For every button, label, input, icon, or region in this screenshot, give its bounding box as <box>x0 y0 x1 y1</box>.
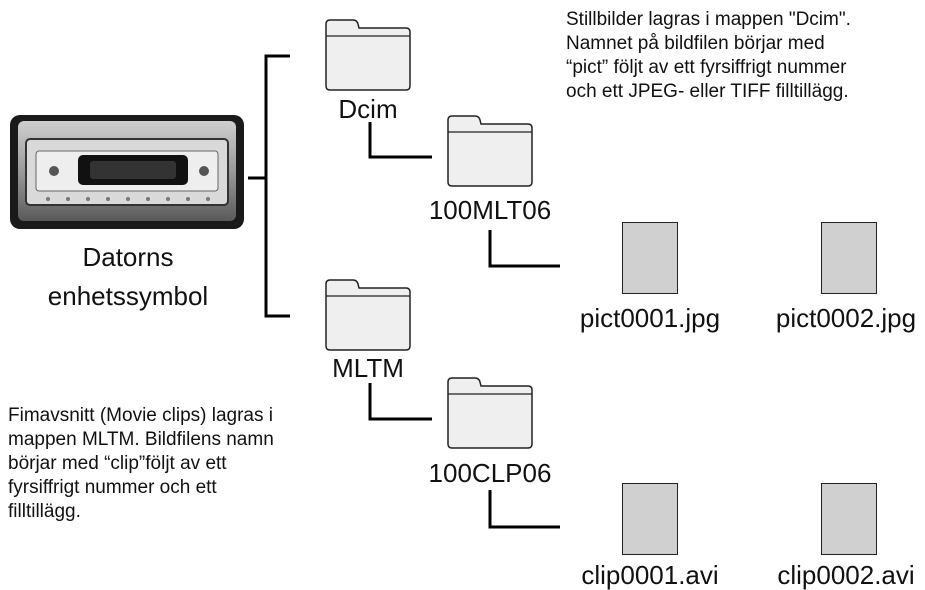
movies-note-line: Fimavsnitt (Movie clips) lagras i <box>8 405 273 426</box>
folder-100clp06-icon <box>445 372 535 450</box>
file-clip0002-icon <box>821 483 877 555</box>
stills-note-line: Stillbilder lagras i mappen "Dcim". <box>566 9 851 30</box>
device-label-line2: enhetssymbol <box>47 281 209 311</box>
folder-mltm-label: MLTM <box>332 353 404 383</box>
movies-note: Fimavsnitt (Movie clips) lagras i mappen… <box>8 404 348 524</box>
file-pict0002-icon <box>821 222 877 294</box>
folder-dcim-icon <box>323 14 413 92</box>
movies-note-line: fyrsiffrigt nummer och ett <box>8 477 217 498</box>
file-clip0001-icon <box>622 483 678 555</box>
folder-100clp06-label: 100CLP06 <box>428 458 552 488</box>
stills-note-line: och ett JPEG- eller TIFF filltillägg. <box>566 81 849 102</box>
drive-icon <box>8 111 248 233</box>
folder-100mlt06-icon <box>445 110 535 188</box>
folder-dcim-label: Dcim <box>338 94 398 124</box>
stills-note-line: “pict” följt av ett fyrsiffrigt nummer <box>566 57 847 78</box>
stills-note-line: Namnet på bildfilen börjar med <box>566 33 825 54</box>
file-pict0002-label: pict0002.jpg <box>775 303 917 333</box>
file-pict0001-icon <box>622 222 678 294</box>
folder-mltm-icon <box>323 274 413 352</box>
stills-note: Stillbilder lagras i mappen "Dcim". Namn… <box>566 8 921 104</box>
device-label-line1: Datorns <box>82 242 174 272</box>
movies-note-line: filltillägg. <box>8 501 81 522</box>
file-pict0001-label: pict0001.jpg <box>579 303 721 333</box>
folder-100mlt06-label: 100MLT06 <box>428 195 552 225</box>
movies-note-line: mappen MLTM. Bildfilens namn <box>8 429 274 450</box>
file-clip0001-label: clip0001.avi <box>581 560 719 590</box>
file-clip0002-label: clip0002.avi <box>777 560 915 590</box>
movies-note-line: börjar med “clip”följt av ett <box>8 453 227 474</box>
